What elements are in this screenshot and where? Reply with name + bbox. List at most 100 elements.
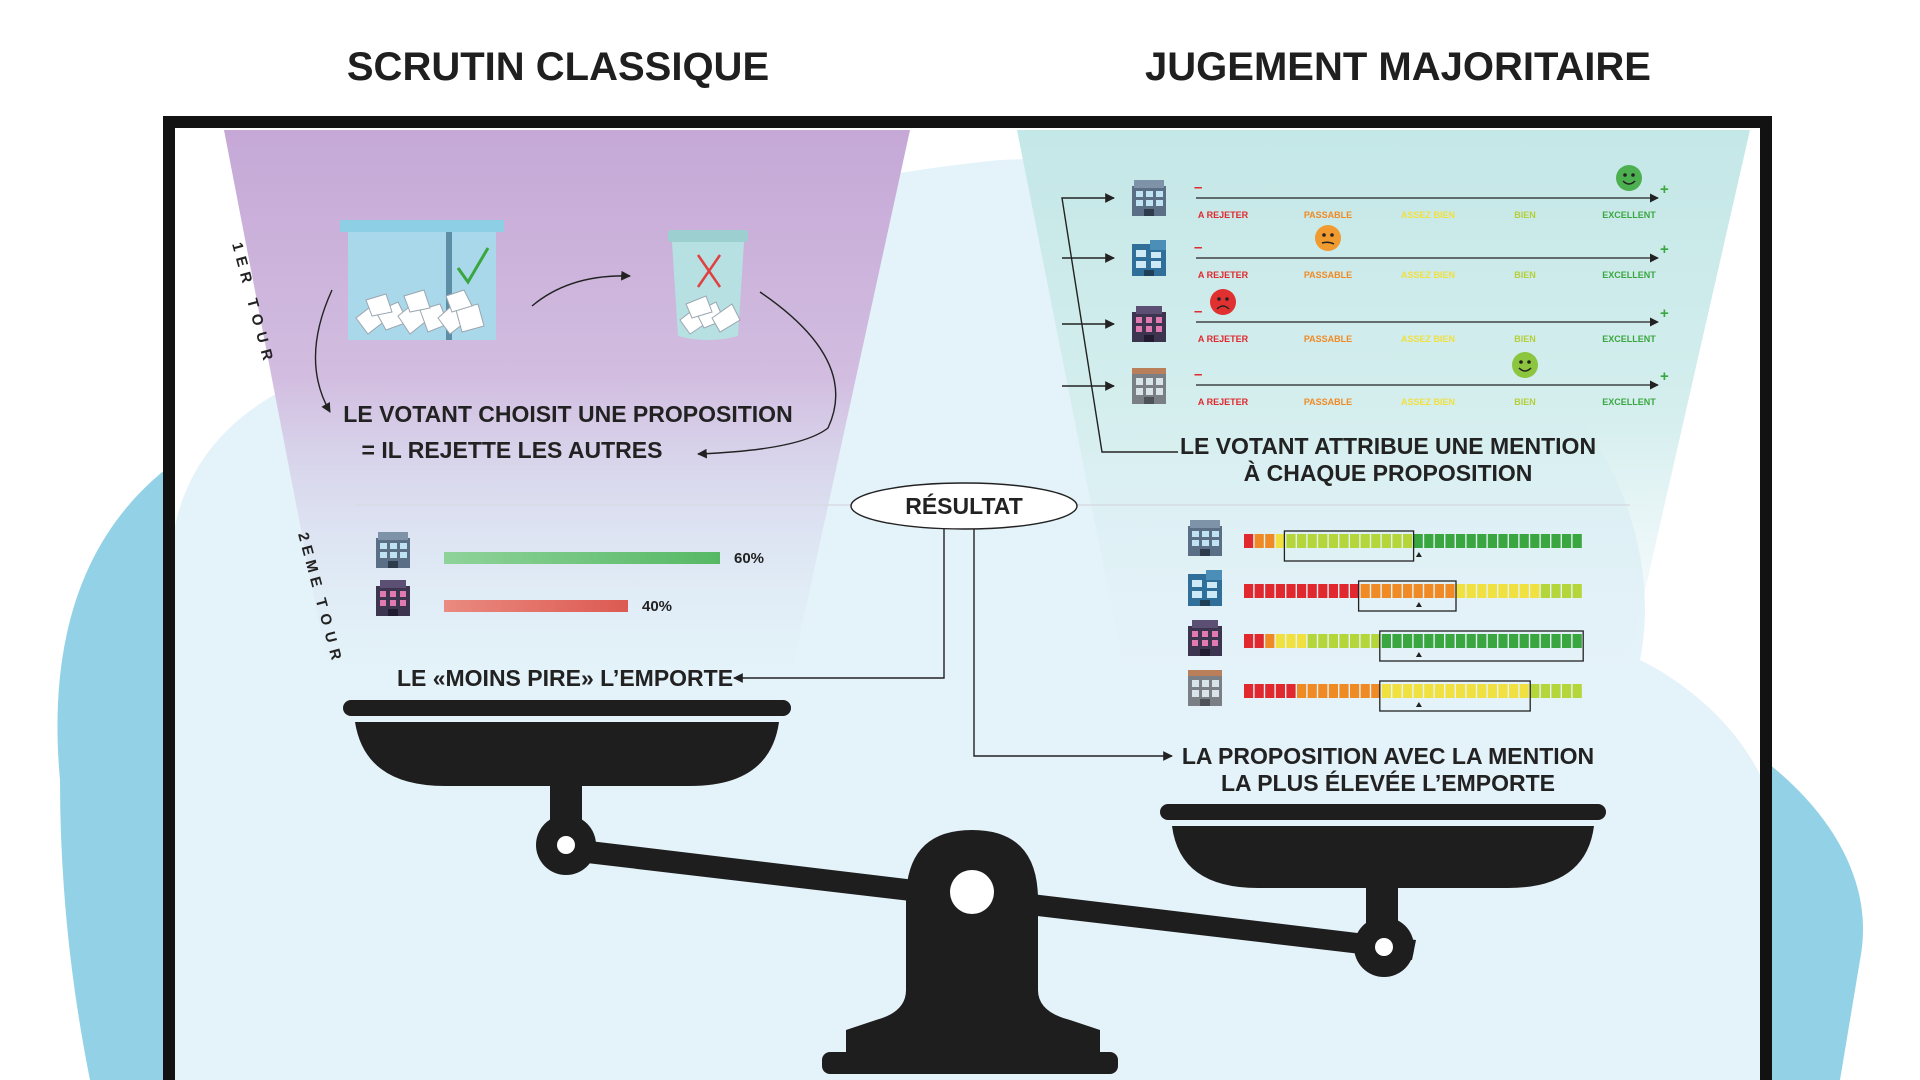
distribution-cell (1572, 534, 1582, 548)
scale-label: EXCELLENT (1602, 397, 1656, 407)
distribution-cell (1456, 534, 1466, 548)
distribution-cell (1403, 584, 1413, 598)
distribution-cell (1275, 684, 1285, 698)
scale-label: ASSEZ BIEN (1401, 210, 1455, 220)
distribution-row (1244, 580, 1582, 612)
neutral-face-icon (1315, 225, 1341, 251)
distribution-cell (1350, 684, 1360, 698)
distribution-cell (1350, 534, 1360, 548)
distribution-cell (1466, 684, 1476, 698)
distribution-cell (1424, 684, 1434, 698)
building-icon (1132, 368, 1166, 404)
distribution-cell (1265, 534, 1275, 548)
trash-bin-icon (668, 230, 748, 340)
distribution-cell (1477, 684, 1487, 698)
distribution-cell (1339, 534, 1349, 548)
scale-label: BIEN (1514, 210, 1536, 220)
scale-label: BIEN (1514, 270, 1536, 280)
classic-choice-line2: = IL REJETTE LES AUTRES (362, 437, 663, 463)
scale-label: BIEN (1514, 397, 1536, 407)
distribution-cell (1244, 534, 1254, 548)
distribution-cell (1297, 634, 1307, 648)
distribution-cell (1265, 634, 1275, 648)
distribution-cell (1381, 534, 1391, 548)
distribution-cell (1424, 584, 1434, 598)
distribution-cell (1265, 584, 1275, 598)
median-box (1379, 630, 1584, 662)
distribution-cell (1286, 534, 1296, 548)
minus-sign: – (1194, 239, 1202, 256)
distribution-cell (1551, 534, 1561, 548)
distribution-cell (1339, 634, 1349, 648)
scale-label: PASSABLE (1304, 334, 1352, 344)
distribution-cell (1466, 634, 1476, 648)
plus-sign: + (1660, 241, 1669, 258)
distribution-cell (1509, 584, 1519, 598)
happy-face-icon (1616, 165, 1642, 191)
distribution-cell (1562, 534, 1572, 548)
result-bar (444, 552, 720, 564)
distribution-cell (1456, 584, 1466, 598)
distribution-cell (1509, 684, 1519, 698)
scale-label: EXCELLENT (1602, 210, 1656, 220)
distribution-cell (1445, 634, 1455, 648)
happy-face-icon (1512, 352, 1538, 378)
distribution-cell (1540, 584, 1550, 598)
distribution-cell (1519, 534, 1529, 548)
scale-label: A REJETER (1198, 334, 1249, 344)
arrow-result-to-classic (733, 529, 945, 683)
distribution-cell (1519, 684, 1529, 698)
distribution-cell (1487, 584, 1497, 598)
distribution-cell (1381, 684, 1391, 698)
distribution-cell (1519, 584, 1529, 598)
classic-winner-text: LE «MOINS PIRE» L’EMPORTE (397, 665, 733, 691)
classic-choice-line1: LE VOTANT CHOISIT UNE PROPOSITION (343, 401, 792, 427)
arrow-result-to-majority (973, 529, 1173, 761)
majority-cone (1017, 130, 1750, 700)
median-marker (1415, 602, 1422, 607)
distribution-cell (1424, 534, 1434, 548)
median-marker (1415, 702, 1422, 707)
distribution-cell (1445, 534, 1455, 548)
distribution-cell (1392, 584, 1402, 598)
distribution-cell (1540, 534, 1550, 548)
distribution-cell (1434, 584, 1444, 598)
distribution-cell (1509, 534, 1519, 548)
distribution-cell (1371, 584, 1381, 598)
median-box (1357, 580, 1457, 612)
result-bar-label: 40% (642, 598, 672, 615)
distribution-cell (1307, 584, 1317, 598)
scale-label: A REJETER (1198, 270, 1249, 280)
minus-sign: – (1194, 303, 1202, 320)
distribution-cell (1371, 534, 1381, 548)
distribution-cell (1244, 684, 1254, 698)
distribution-cell (1307, 534, 1317, 548)
building-icon (1188, 670, 1222, 706)
scale-label: EXCELLENT (1602, 270, 1656, 280)
scale-label: BIEN (1514, 334, 1536, 344)
distribution-cell (1286, 634, 1296, 648)
minus-sign: – (1194, 179, 1202, 196)
distribution-cell (1434, 634, 1444, 648)
distribution-cell (1275, 534, 1285, 548)
arrow-box-to-text (314, 289, 333, 413)
distribution-cell (1403, 634, 1413, 648)
distribution-cell (1413, 534, 1423, 548)
distribution-cell (1530, 584, 1540, 598)
result-bar-label: 60% (734, 550, 764, 567)
distribution-cell (1477, 534, 1487, 548)
distribution-cell (1530, 684, 1540, 698)
distribution-cell (1498, 684, 1508, 698)
distribution-cell (1540, 684, 1550, 698)
distribution-cell (1360, 534, 1370, 548)
distribution-cell (1244, 634, 1254, 648)
result-ellipse (850, 482, 1078, 530)
distribution-row (1244, 530, 1582, 562)
distribution-cell (1551, 684, 1561, 698)
distribution-cell (1392, 634, 1402, 648)
distribution-cell (1254, 634, 1264, 648)
median-box (1283, 530, 1415, 562)
distribution-cell (1487, 634, 1497, 648)
scale-label: PASSABLE (1304, 397, 1352, 407)
